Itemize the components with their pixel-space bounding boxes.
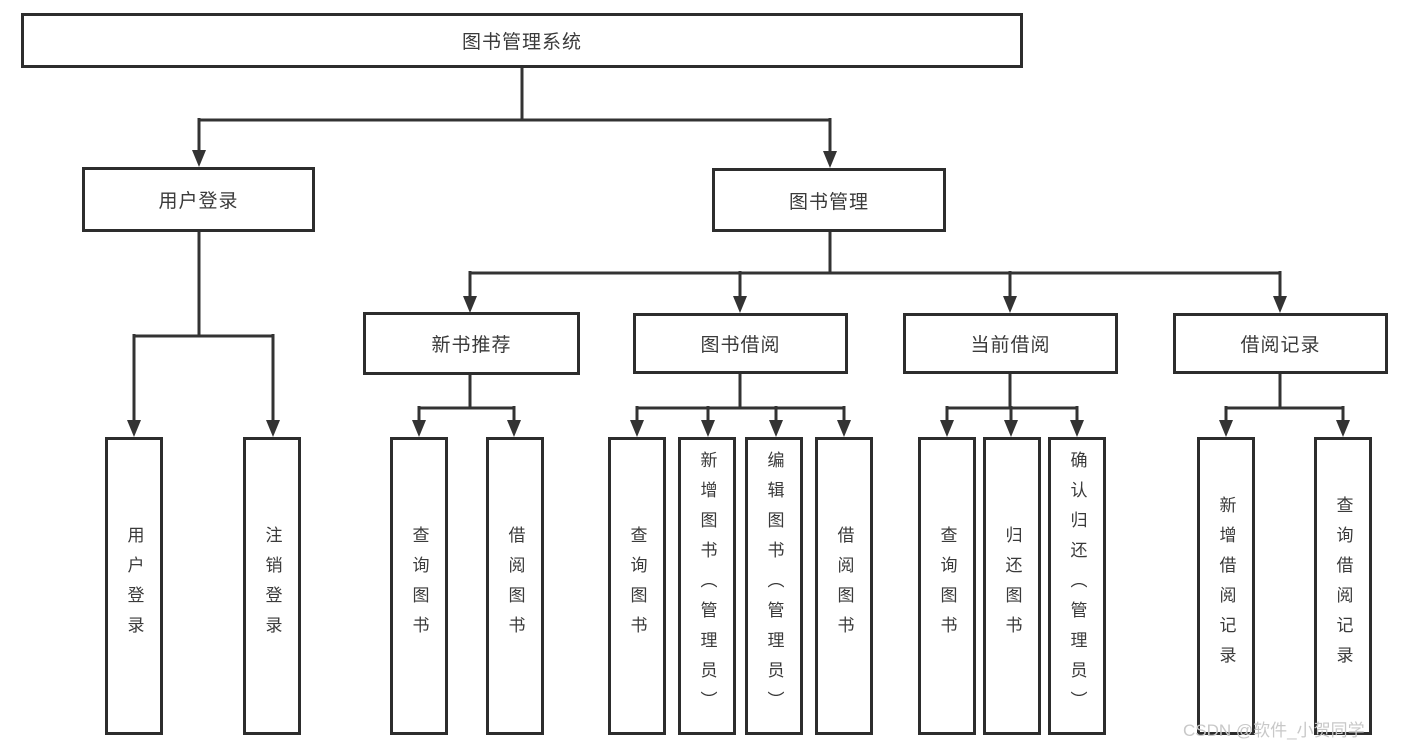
connector-current-to-leaves — [945, 374, 1079, 423]
node-label: 图书借阅 — [700, 335, 781, 356]
node-label: 用户登录 — [124, 526, 144, 646]
node-current-borrow: 当前借阅 — [903, 313, 1118, 374]
csdn-watermark: CSDN @软件_小贺同学 — [1183, 721, 1365, 740]
node-user-login: 用户登录 — [82, 167, 315, 232]
node-label: 图书管理 — [788, 191, 869, 213]
node-label: 注销登录 — [262, 526, 282, 646]
connector-records-to-leaves — [1224, 374, 1345, 423]
node-label: 查询图书 — [409, 526, 429, 646]
connector-root-to-level2 — [197, 68, 832, 153]
node-new-book-recommend: 新书推荐 — [363, 312, 580, 375]
node-leaf-query-borrow-record: 查询借阅记录 — [1314, 437, 1372, 735]
node-leaf-query-books-current: 查询图书 — [918, 437, 976, 735]
node-leaf-user-login: 用户登录 — [105, 437, 163, 735]
node-leaf-add-books-admin: 新增图书（管理员） — [678, 437, 736, 735]
node-label: 用户登录 — [158, 191, 239, 212]
node-leaf-add-borrow-record: 新增借阅记录 — [1197, 437, 1255, 735]
node-label: 查询图书 — [627, 526, 647, 646]
node-leaf-borrow-books-recommend: 借阅图书 — [486, 437, 544, 735]
node-label: 编辑图书（管理员） — [764, 451, 784, 721]
node-book-borrow: 图书借阅 — [633, 313, 848, 374]
node-label: 确认归还（管理员） — [1067, 451, 1087, 721]
node-leaf-borrow-books: 借阅图书 — [815, 437, 873, 735]
node-leaf-logout: 注销登录 — [243, 437, 301, 735]
node-label: 查询借阅记录 — [1333, 496, 1353, 676]
node-label: 当前借阅 — [970, 335, 1051, 356]
node-label: 借阅图书 — [505, 526, 525, 646]
connector-recommend-to-leaves — [417, 375, 516, 423]
connector-user-login-to-leaves — [132, 232, 275, 423]
node-label: 新增借阅记录 — [1216, 496, 1236, 676]
node-label: 归还图书 — [1002, 526, 1022, 646]
connector-book-management-to-level3 — [468, 232, 1282, 299]
node-label: 图书管理系统 — [461, 32, 582, 53]
node-leaf-query-books-borrow: 查询图书 — [608, 437, 666, 735]
connector-borrow-to-leaves — [635, 374, 846, 423]
node-label: 新书推荐 — [431, 335, 512, 356]
node-label: 借阅图书 — [834, 526, 854, 646]
node-leaf-confirm-return-admin: 确认归还（管理员） — [1048, 437, 1106, 735]
node-book-management: 图书管理 — [712, 168, 946, 232]
node-leaf-edit-books-admin: 编辑图书（管理员） — [745, 437, 803, 735]
node-label: 查询图书 — [937, 526, 957, 646]
node-label: 借阅记录 — [1240, 335, 1321, 356]
node-label: 新增图书（管理员） — [697, 451, 717, 721]
node-leaf-query-books-recommend: 查询图书 — [390, 437, 448, 735]
node-root-library-management-system: 图书管理系统 — [21, 13, 1023, 68]
node-borrow-records: 借阅记录 — [1173, 313, 1388, 374]
node-leaf-return-books: 归还图书 — [983, 437, 1041, 735]
